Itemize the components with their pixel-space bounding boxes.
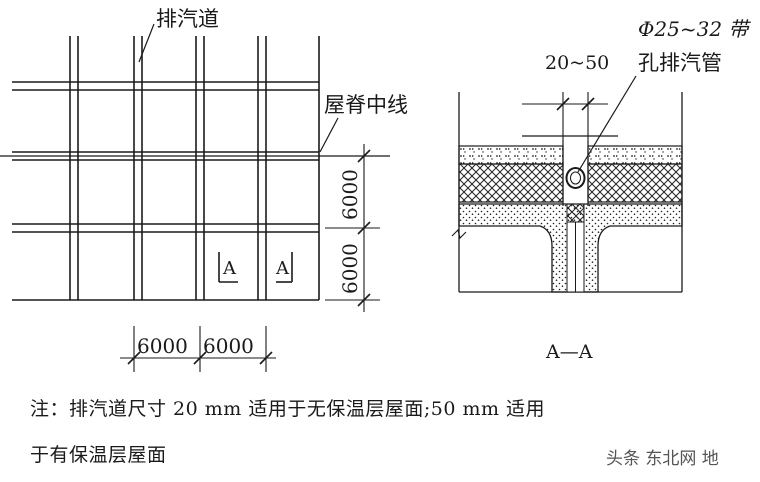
section-title: A—A (545, 341, 593, 363)
vent-duct-label: 排汽道 (156, 7, 219, 31)
plan-view: 排汽道 屋脊中线 6000 6000 6000 6000 (0, 7, 408, 372)
top-screed-layer-right (587, 145, 683, 165)
dim-horizontal-left: 6000 (137, 334, 188, 358)
ridge-line-leader (319, 117, 339, 153)
horizontal-dimension (120, 326, 276, 372)
section-cut-mark-left (218, 252, 238, 283)
section-view: 20~50 Φ25~32 带 孔排汽管 A—A (451, 17, 751, 363)
gap-dimension-label: 20~50 (545, 52, 609, 74)
vent-duct-slot (562, 140, 589, 206)
section-mark-right-label: A (275, 258, 290, 279)
insulation-layer-left (458, 163, 564, 203)
dim-vertical-top: 6000 (338, 169, 362, 220)
vent-duct-grid (12, 36, 320, 301)
ridge-line-label: 屋脊中线 (324, 93, 408, 117)
dim-horizontal-right: 6000 (203, 334, 254, 358)
pipe-leader (577, 75, 637, 173)
section-cut-mark-right (276, 252, 293, 283)
note-line-1: 注：排汽道尺寸 20 mm 适用于无保温层屋面;50 mm 适用 (30, 398, 546, 420)
pipe-label-line2: 孔排汽管 (638, 51, 722, 75)
gap-dimension (522, 92, 608, 140)
top-screed-layer-left (458, 145, 564, 165)
vertical-dimension (325, 144, 380, 312)
note-line-2: 于有保温层屋面 (30, 444, 167, 466)
section-mark-left-label: A (222, 258, 237, 279)
perforated-vent-pipe (565, 167, 586, 189)
watermark: 头条 东北网 地 (606, 449, 719, 469)
dim-vertical-bottom: 6000 (338, 243, 362, 294)
vent-duct-leader (138, 23, 155, 63)
pipe-label-line1: Φ25~32 带 (638, 17, 751, 41)
insulation-layer-right (587, 163, 683, 203)
